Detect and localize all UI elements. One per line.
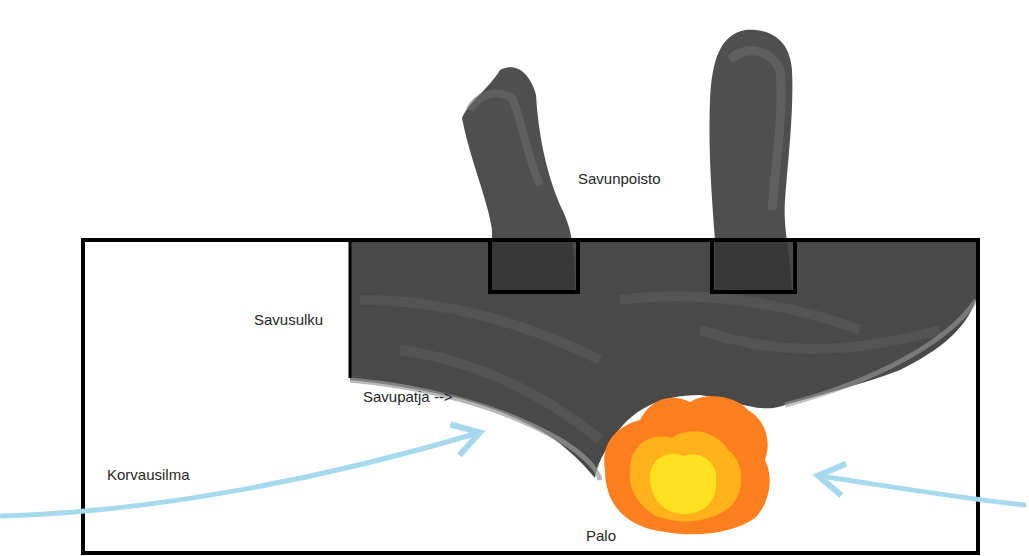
label: Palo <box>586 527 616 545</box>
room-outline <box>83 240 978 553</box>
air-arrow <box>2 433 1024 516</box>
label: Savupatja --> <box>363 388 453 406</box>
fire <box>604 396 770 534</box>
label: Savunpoisto <box>578 170 661 188</box>
smoke-curtain <box>349 240 352 378</box>
label: Savusulku <box>254 311 323 329</box>
label: Korvausilma <box>107 466 190 484</box>
